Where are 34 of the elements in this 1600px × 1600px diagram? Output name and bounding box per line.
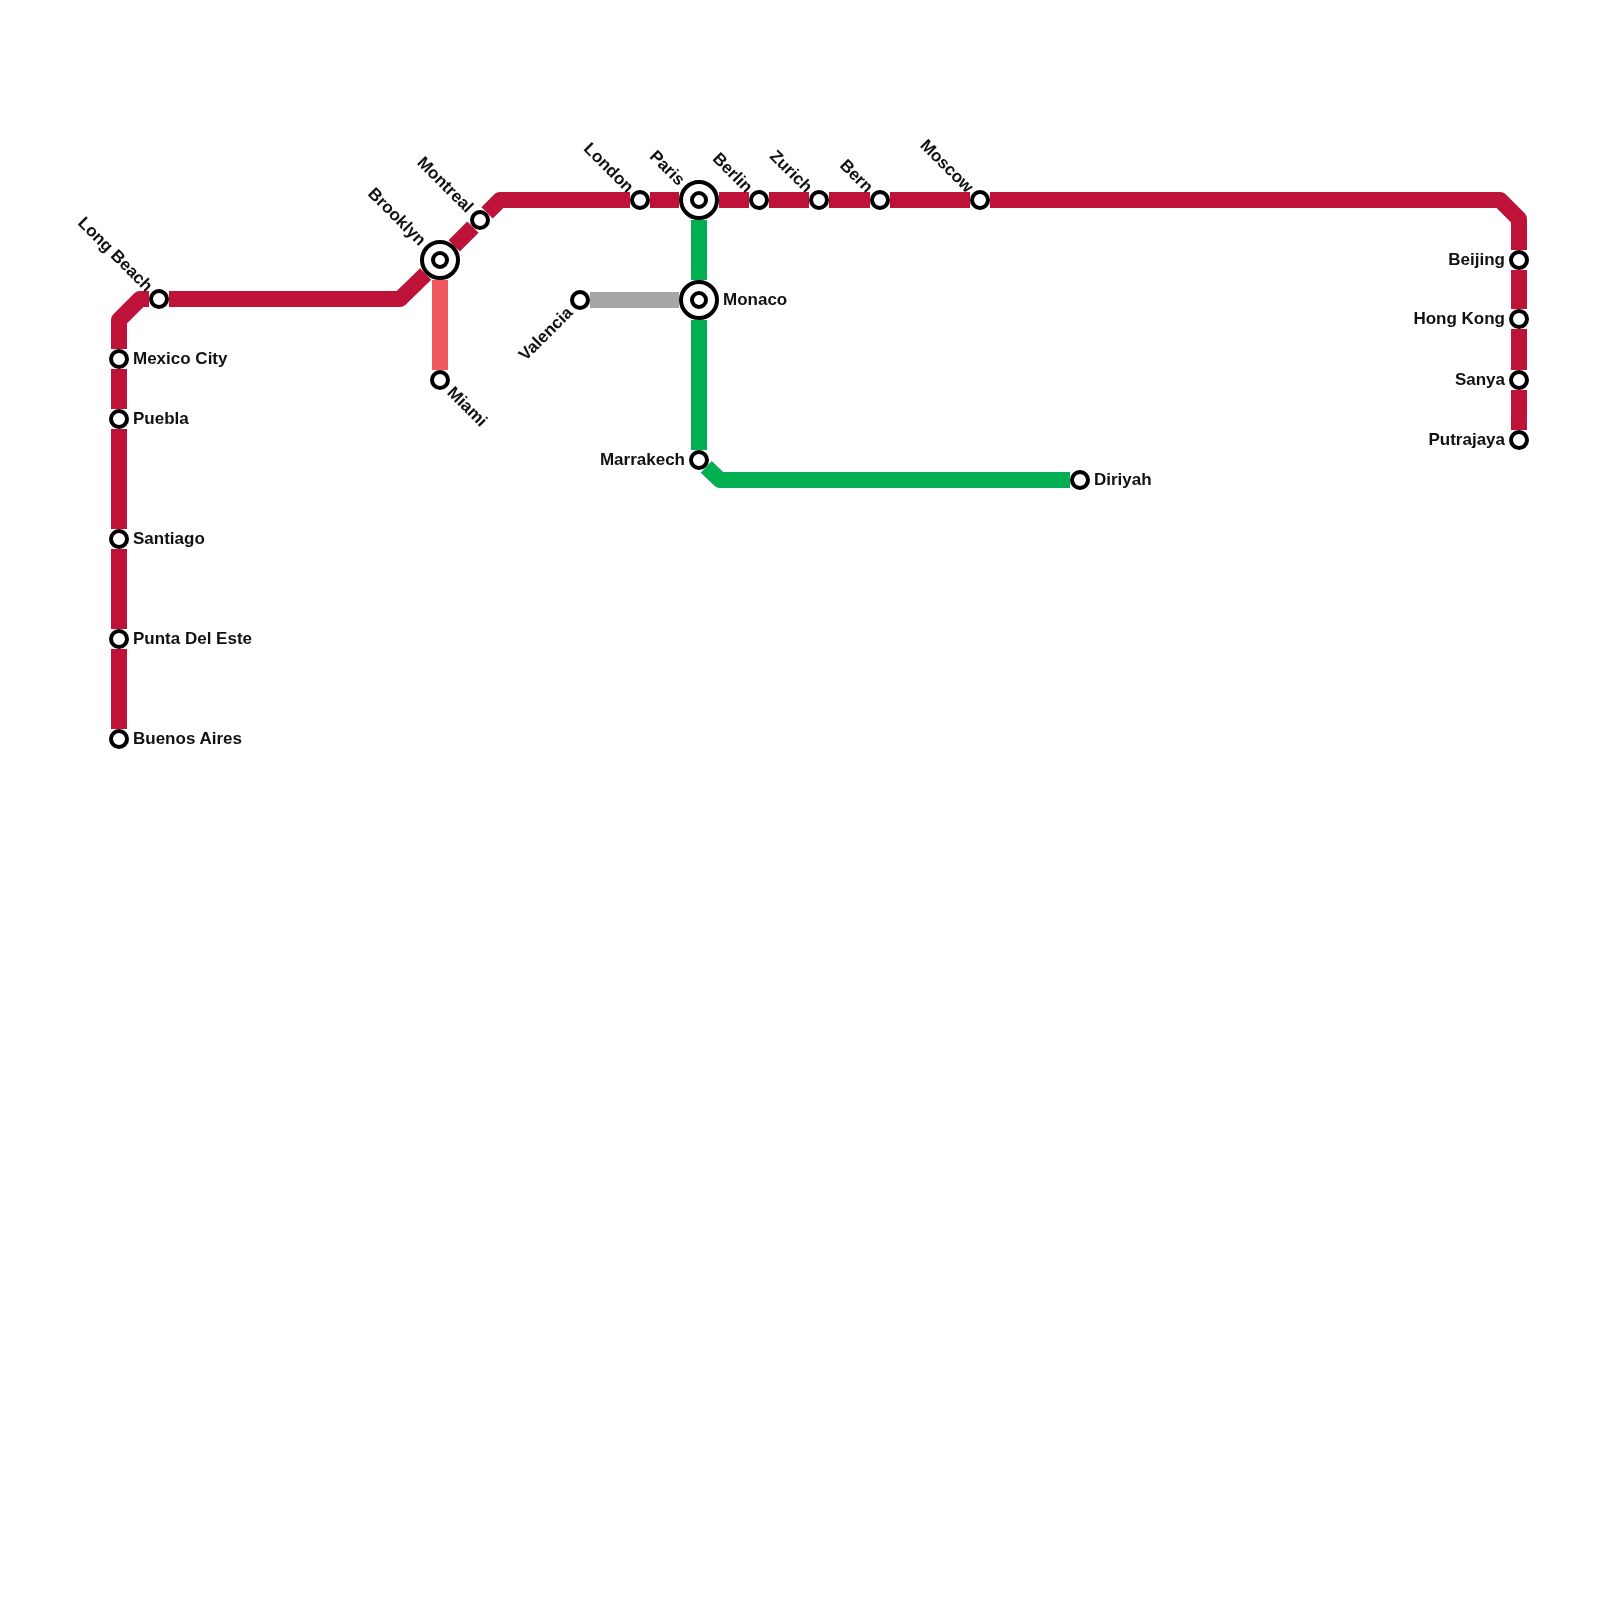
metro-line-segment	[111, 429, 127, 529]
station-name: Mexico City	[133, 350, 228, 368]
metro-line-segment	[169, 268, 432, 307]
metro-line-segment	[890, 192, 970, 208]
metro-line-segment	[1511, 270, 1527, 309]
station-name: Buenos Aires	[133, 730, 242, 748]
metro-line-segment	[700, 461, 1070, 488]
metro-line-segment	[990, 192, 1527, 250]
metro-line-segment	[111, 549, 127, 629]
metro-line-segment	[481, 192, 630, 219]
station-name: Santiago	[133, 530, 205, 548]
metro-line-segment	[1511, 390, 1527, 430]
metro-line-segment	[590, 292, 679, 308]
metro-line-segment	[111, 649, 127, 729]
metro-line-segment	[769, 192, 809, 208]
station-name: Putrajaya	[1428, 431, 1505, 449]
metro-line-segment	[650, 192, 679, 208]
station-name: Monaco	[723, 291, 788, 309]
metro-line-segment	[691, 320, 707, 450]
station-name: Punta Del Este	[133, 630, 253, 648]
metro-line-segment	[111, 291, 149, 349]
station-name: Puebla	[133, 410, 189, 428]
metro-line-segment	[719, 192, 749, 208]
metro-line-segment	[432, 280, 448, 370]
station-name: Beijing	[1448, 251, 1505, 269]
metro-line-segment	[829, 192, 870, 208]
station-name: Sanya	[1454, 371, 1505, 389]
metro-line-segment	[691, 220, 707, 280]
metro-line-segment	[1511, 329, 1527, 370]
station-name: Marrakech	[599, 451, 685, 469]
metro-line-segment	[111, 369, 127, 409]
station-name: Hong Kong	[1413, 310, 1505, 328]
station-name: Diriyah	[1094, 471, 1152, 489]
metro-line-segment	[448, 221, 479, 252]
